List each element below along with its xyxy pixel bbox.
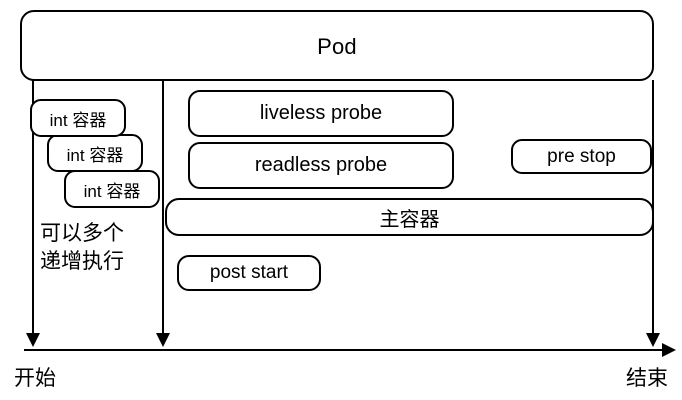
pre-stop-hook-box: pre stop (511, 139, 652, 174)
timeline-dropline-start (32, 80, 34, 335)
init-container-label-3: int 容器 (83, 181, 141, 201)
pod-title: Pod (317, 34, 357, 59)
post-start-hook-label: post start (209, 262, 289, 283)
readiness-probe-label: readless probe (254, 154, 388, 176)
timeline-arrow-down-icon-init-complete (156, 333, 170, 347)
timeline-dropline-init-complete (162, 80, 164, 335)
timeline-arrow-down-icon-end (646, 333, 660, 347)
main-container-label: 主容器 (379, 208, 440, 231)
timeline-arrow-down-icon-start (26, 333, 40, 347)
main-container-box: 主容器 (165, 198, 654, 236)
init-container-note: 可以多个 递增执行 (40, 220, 156, 275)
init-container-box-2: int 容器 (47, 134, 143, 172)
timeline-axis (24, 349, 664, 351)
timeline-arrow-right-icon (662, 343, 676, 357)
timeline-start-label: 开始 (14, 366, 56, 390)
liveness-probe-box: liveless probe (188, 90, 454, 137)
init-container-box-1: int 容器 (30, 99, 126, 137)
pre-stop-hook-label: pre stop (547, 145, 616, 167)
liveness-probe-label: liveless probe (259, 102, 383, 124)
init-container-label-1: int 容器 (49, 110, 107, 130)
init-container-box-3: int 容器 (64, 170, 160, 208)
post-start-hook-box: post start (177, 255, 321, 291)
init-container-note-line-1: 可以多个 (40, 221, 124, 245)
timeline-end-label: 结束 (626, 366, 668, 390)
init-container-note-line-2: 递增执行 (40, 248, 124, 273)
pod-container-box: Pod (20, 10, 654, 81)
init-container-label-2: int 容器 (66, 145, 124, 165)
readiness-probe-box: readless probe (188, 142, 454, 189)
